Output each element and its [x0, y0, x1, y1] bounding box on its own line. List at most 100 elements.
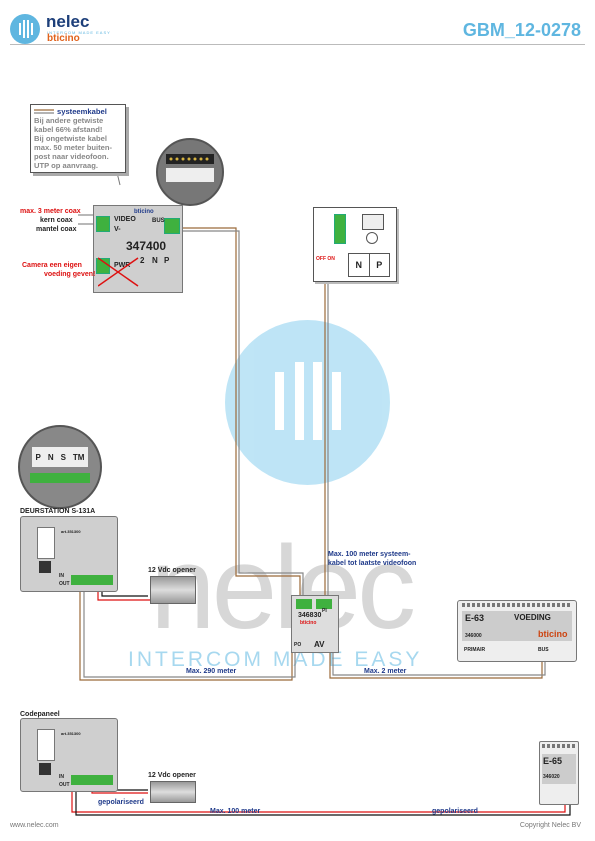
- label-v-minus: V-: [114, 226, 121, 233]
- document-code: GBM_12-0278: [462, 20, 581, 40]
- e65-model: E-65: [543, 756, 563, 766]
- power-supply-e63: E-63 VOEDING 346000 bticino PRIMAIR BUS: [457, 600, 577, 662]
- psu-top-vents-icon: [462, 603, 572, 607]
- brand-sub: bticino: [47, 33, 80, 44]
- terminal-block-icon: [166, 154, 214, 182]
- codepanel-in: IN: [59, 774, 64, 780]
- codepanel-out: OUT: [59, 782, 70, 788]
- zoom-detail-door-station: P N S TM: [18, 425, 102, 509]
- door-station: art.351300 IN OUT: [20, 516, 118, 592]
- dev-switch-label: OFF ON: [316, 256, 335, 262]
- codepanel-button-icon: [39, 763, 51, 775]
- label-2: 2: [140, 256, 145, 265]
- codepanel-title: Codepaneel: [20, 711, 60, 718]
- terminal-tm: TM: [72, 452, 85, 462]
- psu-primair: PRIMAIR: [464, 647, 486, 653]
- distributor-code: 346830: [298, 612, 322, 619]
- coax-mantel: mantel coax: [36, 226, 77, 233]
- terminal-n-label: N: [349, 254, 370, 276]
- opener2-icon: [150, 781, 196, 803]
- distributor-in-terminal-icon: [296, 599, 312, 609]
- polarized-label-1: gepolariseerd: [98, 799, 144, 806]
- legend-line: max. 50 meter buiten-: [34, 143, 113, 152]
- legend-line: UTP op aanvraag.: [34, 161, 99, 170]
- distance-100-systeem-1: Max. 100 meter systeem-: [328, 551, 411, 558]
- label-p: P: [164, 256, 170, 265]
- footer-website: www.nelec.com: [10, 822, 59, 829]
- brand-name: nelec: [46, 12, 90, 31]
- terminal-n: N: [47, 452, 54, 462]
- codepanel-code: art.351300: [61, 731, 81, 736]
- camera-note-2: voeding geven!: [44, 271, 96, 278]
- legend-line: kabel 66% afstand!: [34, 125, 103, 134]
- distributor-out-terminal-icon: [316, 599, 332, 609]
- label-n: N: [152, 256, 158, 265]
- nelec-logo-icon: [10, 14, 40, 44]
- header-divider: [10, 44, 585, 45]
- legend-title: systeemkabel: [57, 107, 107, 116]
- legend-line: Bij ongetwiste kabel: [34, 134, 108, 143]
- psu-code: 346000: [465, 633, 482, 639]
- brand-tagline: INTERCOM MADE EASY: [47, 30, 111, 35]
- terminal-video-icon: [96, 216, 110, 232]
- watermark-circle: [225, 320, 390, 485]
- videophone-terminal-icon: [334, 214, 346, 244]
- psu-title: VOEDING: [514, 613, 551, 622]
- terminal-s: S: [60, 452, 66, 462]
- door-station-title: DEURSTATION S-131A: [20, 508, 96, 515]
- distributor-pi: PI: [322, 608, 327, 614]
- power-supply-e65: E-65 346020: [539, 741, 579, 805]
- watermark-subtext: INTERCOM MADE EASY: [128, 648, 423, 671]
- e65-top-vents-icon: [542, 744, 576, 748]
- label-video: VIDEO: [114, 216, 136, 223]
- footer-copyright: Copyright Nelec BV: [519, 822, 581, 829]
- opener1-label: 12 Vdc opener: [148, 567, 196, 574]
- terminal-bus-icon: [164, 218, 180, 234]
- cross-out-icon: [98, 257, 139, 287]
- psu-brand: bticino: [538, 629, 568, 639]
- door-station-in: IN: [59, 573, 64, 579]
- legend-line: post naar videofoon.: [34, 152, 109, 161]
- opener1-icon: [150, 576, 196, 604]
- codepanel-keypad-icon: [37, 729, 55, 761]
- terminal-p-label: P: [376, 260, 383, 270]
- np-terminal-box: N P: [348, 253, 390, 277]
- camera-note-1: Camera een eigen: [22, 262, 82, 269]
- brand-label: bticino: [134, 209, 154, 215]
- door-station-code: art.351300: [61, 529, 81, 534]
- legend-box: systeemkabel Bij andere getwiste kabel 6…: [30, 104, 126, 173]
- coax-kern: kern coax: [40, 217, 73, 224]
- distributor-brand: bticino: [300, 620, 317, 626]
- codepanel: art.351300 IN OUT: [20, 718, 118, 792]
- videophone: OFF ON N P: [313, 207, 397, 282]
- zoom-detail-347400: [156, 138, 224, 206]
- distance-100-systeem-2: kabel tot laatste videofoon: [328, 560, 417, 567]
- coax-note: max. 3 meter coax: [20, 208, 81, 215]
- psu-model: E-63: [465, 613, 485, 623]
- terminal-p: P: [35, 452, 41, 462]
- psu-bus: BUS: [538, 647, 549, 653]
- opener2-label: 12 Vdc opener: [148, 772, 196, 779]
- psu-faceplate: E-63 VOEDING 346000 bticino: [462, 611, 572, 641]
- videophone-screen-icon: [362, 214, 384, 230]
- label-pwr: PWR: [114, 262, 131, 269]
- door-station-out: OUT: [59, 581, 70, 587]
- distance-100: Max. 100 meter: [210, 808, 261, 815]
- door-station-terminals-icon: [71, 575, 113, 585]
- distributor-346830: 346830 bticino PI PO AV: [291, 595, 339, 653]
- distributor-po: PO: [294, 642, 302, 648]
- e65-faceplate: E-65 346020: [542, 754, 576, 784]
- door-station-button-icon: [39, 561, 51, 573]
- module-347400: bticino BUS VIDEO V- 347400 PWR 2 N P: [93, 205, 183, 293]
- cable-swatch-icon: [34, 109, 54, 114]
- polarized-label-2: gepolariseerd: [432, 808, 478, 815]
- door-terminal-labels: P N S TM: [32, 447, 88, 467]
- legend-line: Bij andere getwiste: [34, 116, 104, 125]
- terminal-strip-icon: [30, 473, 90, 483]
- module-code: 347400: [126, 239, 167, 253]
- label-bus: BUS: [152, 218, 165, 224]
- e65-code: 346020: [543, 774, 560, 780]
- door-station-keypad-icon: [37, 527, 55, 559]
- videophone-dial-icon: [366, 232, 378, 244]
- codepanel-terminals-icon: [71, 775, 113, 785]
